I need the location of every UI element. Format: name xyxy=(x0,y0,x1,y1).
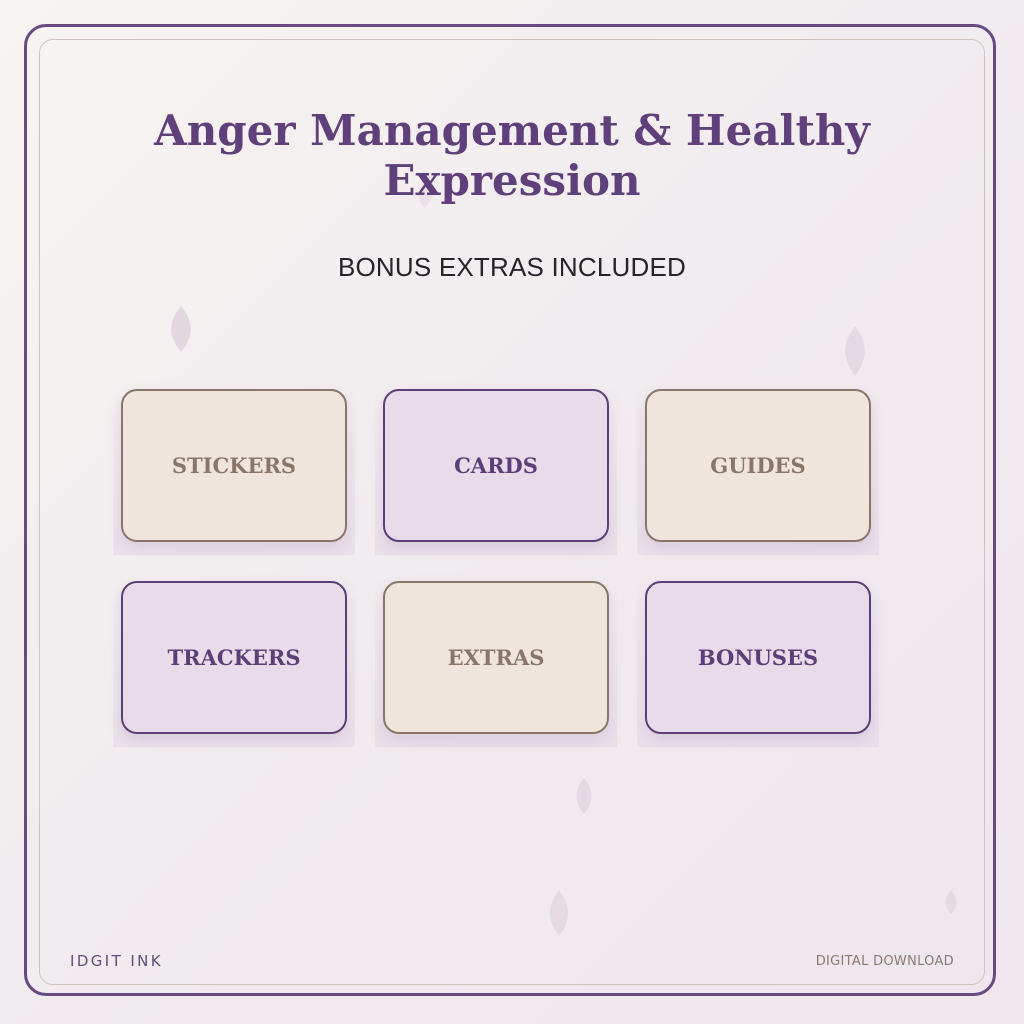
brand-name: IDGIT INK xyxy=(70,952,164,970)
tile-guides[interactable]: GUIDES xyxy=(645,389,871,542)
leaf-decoration-icon xyxy=(576,778,592,814)
leaf-decoration-icon xyxy=(550,890,568,936)
tile-stickers[interactable]: STICKERS xyxy=(121,389,347,542)
inner-frame xyxy=(39,39,985,985)
leaf-decoration-icon xyxy=(845,326,865,376)
page-title: Anger Management & Healthy Expression xyxy=(154,106,870,205)
tile-extras[interactable]: EXTRAS xyxy=(383,581,609,734)
tile-bonuses[interactable]: BONUSES xyxy=(645,581,871,734)
page-subtitle: BONUS EXTRAS INCLUDED xyxy=(337,252,687,282)
outer-frame xyxy=(24,24,996,996)
digital-download-label: DIGITAL DOWNLOAD xyxy=(815,954,954,969)
leaf-decoration-icon xyxy=(171,306,191,352)
leaf-decoration-icon xyxy=(418,180,432,208)
tile-trackers[interactable]: TRACKERS xyxy=(121,581,347,734)
leaf-decoration-icon xyxy=(945,890,957,914)
tile-cards[interactable]: CARDS xyxy=(383,389,609,542)
